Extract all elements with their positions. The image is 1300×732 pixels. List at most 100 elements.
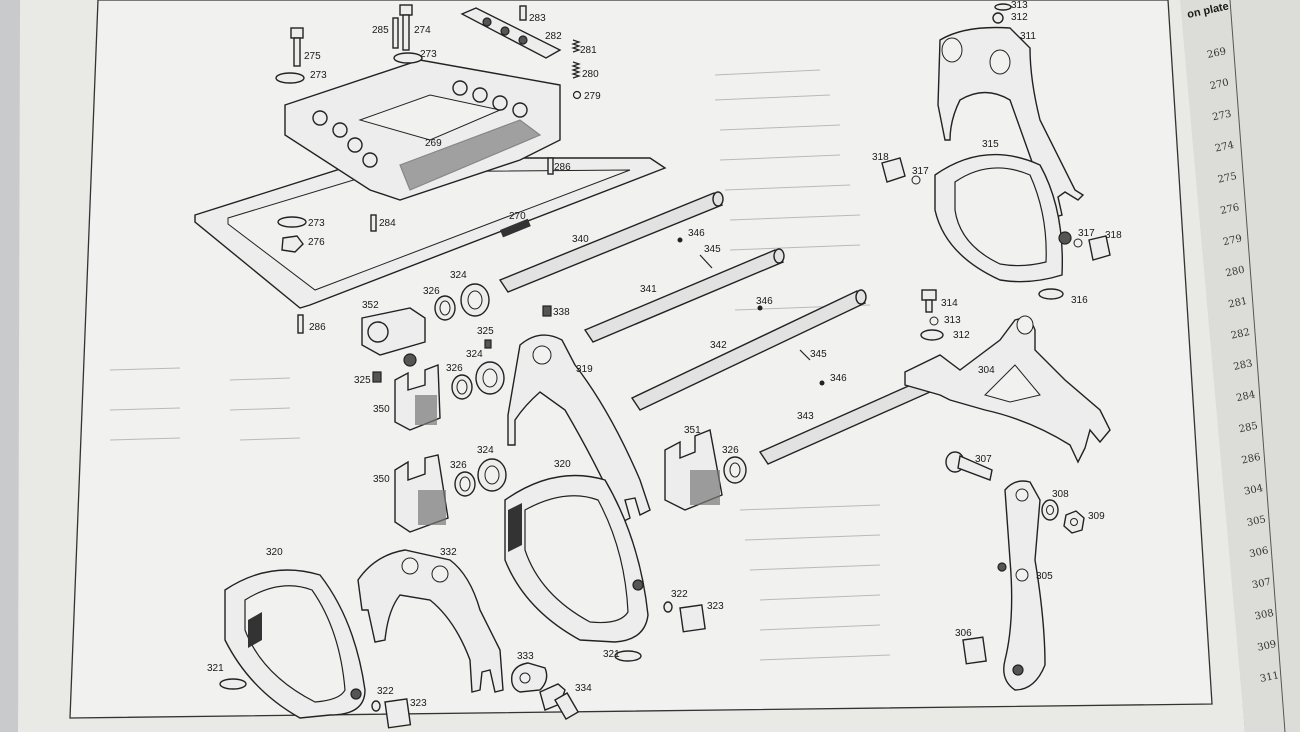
side-number: 276: [1219, 202, 1240, 217]
bottom-forks-group: [219, 474, 706, 729]
side-number: 284: [1235, 389, 1256, 404]
label-346-a: 346: [688, 228, 705, 239]
label-269: 269: [425, 138, 442, 149]
rod-342: [630, 290, 867, 411]
side-number: 305: [1246, 514, 1267, 529]
label-273-b: 273: [420, 49, 437, 60]
shift-rods-group: [498, 191, 950, 465]
side-number: 309: [1256, 639, 1277, 654]
side-number: 279: [1222, 233, 1243, 248]
label-324-b: 324: [466, 349, 483, 360]
label-334: 334: [575, 683, 592, 694]
label-283: 283: [529, 13, 546, 24]
lever-305: [1003, 480, 1046, 691]
rod-341: [583, 249, 785, 343]
label-275: 275: [304, 51, 321, 62]
label-309: 309: [1088, 511, 1105, 522]
label-338: 338: [553, 307, 570, 318]
label-326-b: 326: [446, 363, 463, 374]
label-345-b: 345: [810, 349, 827, 360]
label-306: 306: [955, 628, 972, 639]
label-284: 284: [379, 218, 396, 229]
rod-340: [498, 192, 724, 293]
label-319: 319: [576, 364, 593, 375]
side-number: 270: [1209, 77, 1230, 92]
side-number: 311: [1259, 670, 1280, 685]
side-number: 304: [1243, 483, 1264, 498]
label-312-b: 312: [953, 330, 970, 341]
label-322-a: 322: [377, 686, 394, 697]
label-313-b: 313: [944, 315, 961, 326]
selector-fingers-group: [361, 283, 747, 533]
side-number: 273: [1212, 109, 1233, 124]
label-274: 274: [414, 25, 431, 36]
right-page: [1180, 0, 1300, 732]
side-number: 286: [1241, 452, 1262, 467]
label-282: 282: [545, 31, 562, 42]
part-labels: 275 273 285 274 273 283 282 281 280 279 …: [207, 0, 1122, 709]
label-315: 315: [982, 139, 999, 150]
selector-finger-352: [361, 307, 426, 356]
side-number-list: 269 270 273 274 275 276 279 280 281 282 283 284 285 2…: [1206, 46, 1280, 685]
label-321-b: 321: [603, 649, 620, 660]
label-350-b: 350: [373, 474, 390, 485]
label-324-c: 324: [477, 445, 494, 456]
label-318-a: 318: [872, 152, 889, 163]
side-number: 275: [1217, 171, 1238, 186]
label-325-a: 325: [477, 326, 494, 337]
label-340: 340: [572, 234, 589, 245]
label-307: 307: [975, 454, 992, 465]
side-number: 306: [1249, 545, 1270, 560]
label-342: 342: [710, 340, 727, 351]
label-273-a: 273: [310, 70, 327, 81]
label-305: 305: [1036, 571, 1053, 582]
label-343: 343: [797, 411, 814, 422]
shift-fork-332: [357, 549, 504, 693]
label-276: 276: [308, 237, 325, 248]
label-308: 308: [1052, 489, 1069, 500]
label-286-b: 286: [309, 322, 326, 333]
label-317-a: 317: [912, 166, 929, 177]
side-number: 269: [1206, 46, 1227, 61]
label-346-c: 346: [830, 373, 847, 384]
label-321-a: 321: [207, 663, 224, 674]
side-number: 280: [1225, 265, 1246, 280]
label-332: 332: [440, 547, 457, 558]
label-311: 311: [1020, 31, 1036, 42]
label-320-a: 320: [554, 459, 571, 470]
label-351: 351: [684, 425, 701, 436]
side-number: 308: [1254, 608, 1275, 623]
label-281: 281: [580, 45, 597, 56]
label-317-b: 317: [1078, 228, 1095, 239]
label-285: 285: [372, 25, 389, 36]
label-286-a: 286: [554, 162, 571, 173]
label-323-a: 323: [410, 698, 427, 709]
side-number: 285: [1238, 421, 1259, 436]
shift-fork-319: [507, 334, 651, 523]
label-316: 316: [1071, 295, 1088, 306]
label-325-b: 325: [354, 375, 371, 386]
label-312-a: 312: [1011, 12, 1028, 23]
label-318-b: 318: [1105, 230, 1122, 241]
label-345-a: 345: [704, 244, 721, 255]
label-279: 279: [584, 91, 601, 102]
label-333: 333: [517, 651, 534, 662]
label-304: 304: [978, 365, 995, 376]
label-341: 341: [640, 284, 657, 295]
side-number: 274: [1214, 140, 1235, 155]
side-number: 282: [1230, 327, 1251, 342]
side-number: 281: [1227, 296, 1248, 311]
label-320-b: 320: [266, 547, 283, 558]
label-324-a: 324: [450, 270, 467, 281]
selector-housing-group: [194, 4, 667, 334]
side-number: 283: [1233, 358, 1254, 373]
label-322-b: 322: [671, 589, 688, 600]
label-313-a: 313: [1011, 0, 1028, 11]
label-273-c: 273: [308, 218, 325, 229]
side-number: 307: [1251, 577, 1272, 592]
label-326-a: 326: [423, 286, 440, 297]
label-326-d: 326: [722, 445, 739, 456]
label-352: 352: [362, 300, 379, 311]
label-280: 280: [582, 69, 599, 80]
